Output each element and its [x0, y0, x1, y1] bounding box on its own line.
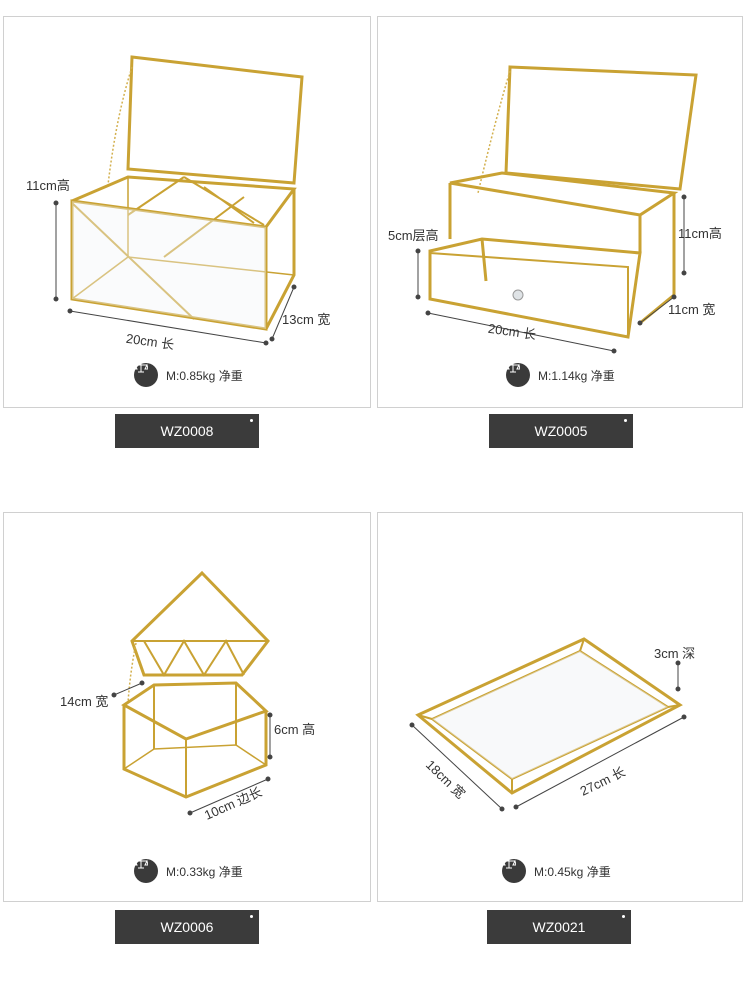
dimension-width-label: 11cm 宽 — [668, 302, 716, 317]
dimension-width-label: 13cm 宽 — [282, 312, 331, 327]
badge-dot — [624, 419, 627, 422]
dimension-depth-label: 3cm 深 — [654, 646, 696, 661]
product-card-wz0021: 3cm 深 18cm 宽 27cm 长 M:0.45kg 净重 — [377, 512, 743, 902]
dimension-height-label: 11cm高 — [678, 226, 722, 241]
weight-info: M:0.45kg 净重 — [502, 859, 611, 883]
product-image-glass-tray — [409, 637, 687, 812]
product-code-badge: WZ0006 — [115, 910, 259, 944]
weight-info: M:0.33kg 净重 — [134, 859, 243, 883]
product-card-wz0008: 11cm高 20cm 长 13cm 宽 M:0.85kg 净重 — [3, 16, 371, 408]
product-image-drawer-box — [415, 65, 698, 354]
badge-dot — [250, 915, 253, 918]
dimension-height-label: 6cm 高 — [274, 722, 316, 737]
weight-text: M:0.33kg 净重 — [166, 864, 243, 879]
scale-icon — [506, 363, 530, 387]
scale-icon — [134, 859, 158, 883]
scale-icon — [502, 859, 526, 883]
weight-text: M:1.14kg 净重 — [538, 368, 615, 383]
weight-info: M:0.85kg 净重 — [134, 363, 243, 387]
weight-text: M:0.85kg 净重 — [166, 368, 243, 383]
badge-dot — [250, 419, 253, 422]
product-code-badge: WZ0008 — [115, 414, 259, 448]
badge-dot — [622, 915, 625, 918]
product-code-badge: WZ0005 — [489, 414, 633, 448]
weight-info: M:1.14kg 净重 — [506, 363, 615, 387]
product-code-badge: WZ0021 — [487, 910, 631, 944]
dimension-height-label: 11cm高 — [26, 178, 70, 193]
product-image-pentagon-box — [111, 570, 273, 816]
product-code-text: WZ0006 — [160, 919, 214, 935]
scale-icon — [134, 363, 158, 387]
dimension-width-label: 14cm 宽 — [60, 694, 109, 709]
product-image-glass-box — [53, 55, 304, 346]
dimension-layer-label: 5cm层高 — [388, 228, 439, 243]
product-code-text: WZ0021 — [532, 919, 586, 935]
weight-text: M:0.45kg 净重 — [534, 864, 611, 879]
product-card-wz0006: 14cm 宽 6cm 高 10cm 边长 M:0.33kg 净重 — [3, 512, 371, 902]
product-code-text: WZ0005 — [534, 423, 588, 439]
product-card-wz0005: 5cm层高 11cm高 20cm 长 11cm 宽 M:1.14kg 净重 — [377, 16, 743, 408]
product-code-text: WZ0008 — [160, 423, 214, 439]
